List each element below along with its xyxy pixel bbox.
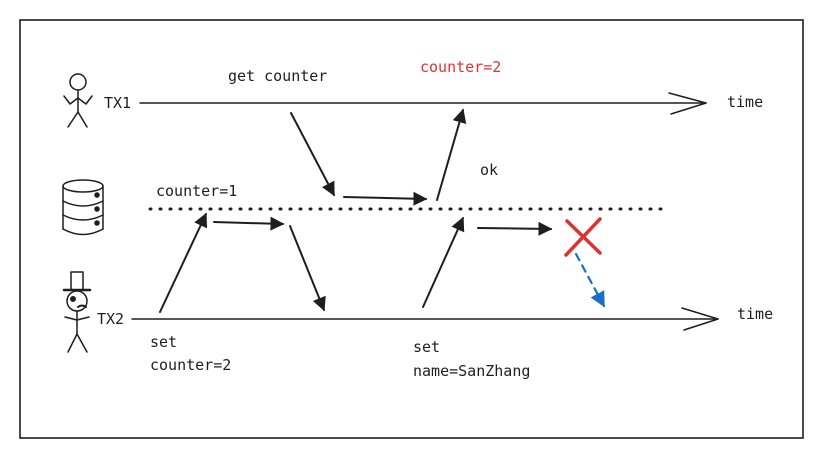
set-name-line1: set [413, 338, 440, 356]
tx2-set-name-arrow [422, 216, 465, 308]
tx1-label: TX1 [104, 94, 131, 112]
tx1-read-response-arrow [436, 108, 467, 201]
db-write-ack-arrow [289, 225, 326, 312]
database-icon [62, 179, 104, 236]
failed-response-arrow [574, 252, 606, 308]
set-name-line2: name=SanZhang [413, 362, 530, 380]
tx2-label: TX2 [97, 310, 124, 328]
ok-label: ok [480, 161, 498, 179]
tx1-timeline [139, 92, 707, 115]
red-x-icon [564, 217, 602, 257]
set-counter-line2: counter=2 [150, 356, 231, 374]
top-hat-figure-icon [62, 271, 92, 353]
db-counter-label: counter=1 [156, 182, 237, 200]
tx2-time-label: time [737, 305, 773, 323]
set-counter-line1: set [150, 333, 177, 351]
db-write-arrow [213, 216, 285, 231]
tx2-timeline [131, 307, 719, 331]
tx1-time-label: time [727, 93, 763, 111]
tx1-read-request-arrow [290, 112, 335, 197]
db-name-write-arrow [477, 221, 553, 236]
stick-figure-icon [63, 73, 93, 128]
tx2-set-counter-arrow [159, 212, 207, 313]
counter-result-label: counter=2 [420, 58, 501, 76]
get-counter-label: get counter [228, 67, 327, 85]
db-read-arrow [343, 191, 428, 206]
diagram-frame [19, 19, 804, 439]
